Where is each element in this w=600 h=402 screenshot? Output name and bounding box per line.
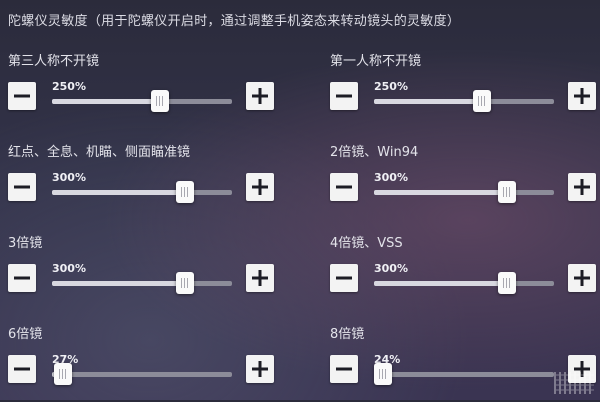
- slider-fill: [52, 99, 160, 104]
- slider-thumb[interactable]: [498, 272, 517, 294]
- decrease-button[interactable]: [330, 355, 358, 383]
- value-readout: 24%: [374, 353, 401, 366]
- slider-fill: [52, 190, 186, 195]
- slider-thumb[interactable]: [176, 181, 195, 203]
- grip-icon: [503, 187, 512, 197]
- setting-label: 第三人称不开镜: [8, 54, 100, 69]
- grip-icon: [156, 96, 164, 106]
- slider-thumb[interactable]: [374, 363, 392, 385]
- decrease-button[interactable]: [330, 173, 358, 201]
- slider-thumb[interactable]: [498, 181, 517, 203]
- slider-fill: [374, 190, 508, 195]
- slider-fill: [52, 281, 186, 286]
- decrease-button[interactable]: [8, 264, 36, 292]
- sensitivity-row-first-person: 第一人称不开镜 250%: [330, 38, 600, 129]
- sensitivity-row-red-dot: 红点、全息、机瞄、侧面瞄准镜 300%: [8, 129, 293, 220]
- slider-track[interactable]: [374, 272, 554, 294]
- gyro-sensitivity-header: 陀螺仪灵敏度（用于陀螺仪开启时，通过调整手机姿态来转动镜头的灵敏度）: [8, 14, 461, 29]
- decrease-button[interactable]: [8, 355, 36, 383]
- setting-label: 3倍镜: [8, 236, 43, 251]
- grip-icon: [181, 278, 190, 288]
- slider-thumb[interactable]: [473, 90, 491, 112]
- left-settings-column: 第三人称不开镜 250% 红点、全息、机瞄、侧面瞄准镜 300% 3倍镜 300…: [8, 38, 293, 402]
- value-readout: 250%: [52, 80, 86, 93]
- grip-icon: [379, 369, 387, 379]
- setting-label: 红点、全息、机瞄、侧面瞄准镜: [8, 145, 191, 160]
- slider-track[interactable]: [52, 181, 232, 203]
- increase-button[interactable]: [246, 82, 274, 110]
- value-readout: 300%: [374, 171, 408, 184]
- value-readout: 300%: [52, 171, 86, 184]
- decrease-button[interactable]: [8, 173, 36, 201]
- slider-fill: [374, 99, 482, 104]
- decrease-button[interactable]: [330, 82, 358, 110]
- increase-button[interactable]: [568, 173, 596, 201]
- right-settings-column: 第一人称不开镜 250% 2倍镜、Win94 300% 4倍镜、VSS 300%…: [330, 38, 600, 402]
- sensitivity-row-8x-scope: 8倍镜 24%: [330, 311, 600, 402]
- sensitivity-row-2x-scope: 2倍镜、Win94 300%: [330, 129, 600, 220]
- setting-label: 第一人称不开镜: [330, 54, 422, 69]
- slider-track[interactable]: [52, 272, 232, 294]
- sensitivity-row-6x-scope: 6倍镜 27%: [8, 311, 293, 402]
- value-readout: 27%: [52, 353, 79, 366]
- sensitivity-row-third-person: 第三人称不开镜 250%: [8, 38, 293, 129]
- increase-button[interactable]: [246, 173, 274, 201]
- setting-label: 8倍镜: [330, 327, 365, 342]
- slider-track[interactable]: [52, 363, 232, 385]
- setting-label: 2倍镜、Win94: [330, 145, 419, 160]
- decrease-button[interactable]: [330, 264, 358, 292]
- slider-thumb[interactable]: [176, 272, 195, 294]
- increase-button[interactable]: [568, 355, 596, 383]
- value-readout: 300%: [52, 262, 86, 275]
- value-readout: 250%: [374, 80, 408, 93]
- slider-track[interactable]: [374, 90, 554, 112]
- grip-icon: [503, 278, 512, 288]
- decrease-button[interactable]: [8, 82, 36, 110]
- increase-button[interactable]: [246, 355, 274, 383]
- grip-icon: [181, 187, 190, 197]
- sensitivity-row-4x-scope: 4倍镜、VSS 300%: [330, 220, 600, 311]
- grip-icon: [478, 96, 486, 106]
- increase-button[interactable]: [246, 264, 274, 292]
- sensitivity-row-3x-scope: 3倍镜 300%: [8, 220, 293, 311]
- slider-track[interactable]: [52, 90, 232, 112]
- setting-label: 6倍镜: [8, 327, 43, 342]
- watermark-logo: [554, 372, 594, 394]
- slider-thumb[interactable]: [151, 90, 169, 112]
- value-readout: 300%: [374, 262, 408, 275]
- increase-button[interactable]: [568, 264, 596, 292]
- slider-fill: [374, 281, 508, 286]
- slider-track[interactable]: [374, 363, 554, 385]
- slider-thumb[interactable]: [53, 363, 72, 385]
- grip-icon: [58, 369, 67, 379]
- slider-track[interactable]: [374, 181, 554, 203]
- increase-button[interactable]: [568, 82, 596, 110]
- setting-label: 4倍镜、VSS: [330, 236, 403, 251]
